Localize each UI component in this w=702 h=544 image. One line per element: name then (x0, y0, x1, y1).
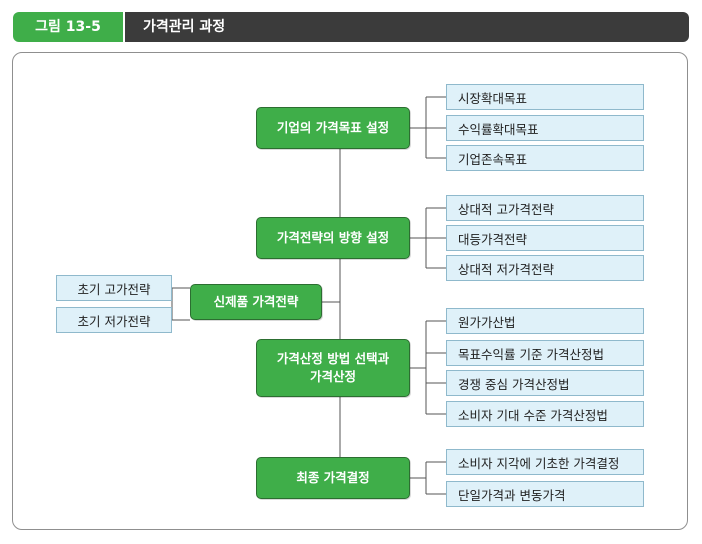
node-price-objective: 기업의 가격목표 설정 (256, 107, 410, 149)
figure-title: 가격관리 과정 (125, 12, 689, 42)
leaf-direction-2: 대등가격전략 (446, 225, 644, 251)
node-pricing-method: 가격산정 방법 선택과 가격산정 (256, 339, 410, 397)
leaf-final-1: 소비자 지각에 기초한 가격결정 (446, 449, 644, 475)
leaf-method-2: 목표수익률 기준 가격산정법 (446, 340, 644, 366)
figure-number-tag: 그림 13-5 (13, 12, 123, 42)
leaf-newproduct-2: 초기 저가전략 (56, 307, 172, 333)
leaf-method-3: 경쟁 중심 가격산정법 (446, 370, 644, 396)
leaf-method-4: 소비자 기대 수준 가격산정법 (446, 401, 644, 427)
leaf-goal-3: 기업존속목표 (446, 145, 644, 171)
leaf-final-2: 단일가격과 변동가격 (446, 481, 644, 507)
leaf-method-1: 원가가산법 (446, 308, 644, 334)
leaf-direction-1: 상대적 고가격전략 (446, 195, 644, 221)
leaf-newproduct-1: 초기 고가전략 (56, 275, 172, 301)
leaf-goal-2: 수익률확대목표 (446, 115, 644, 141)
leaf-goal-1: 시장확대목표 (446, 84, 644, 110)
leaf-direction-3: 상대적 저가격전략 (446, 255, 644, 281)
node-strategy-direction: 가격전략의 방향 설정 (256, 217, 410, 259)
node-final-price: 최종 가격결정 (256, 457, 410, 499)
node-new-product-strategy: 신제품 가격전략 (190, 284, 322, 320)
